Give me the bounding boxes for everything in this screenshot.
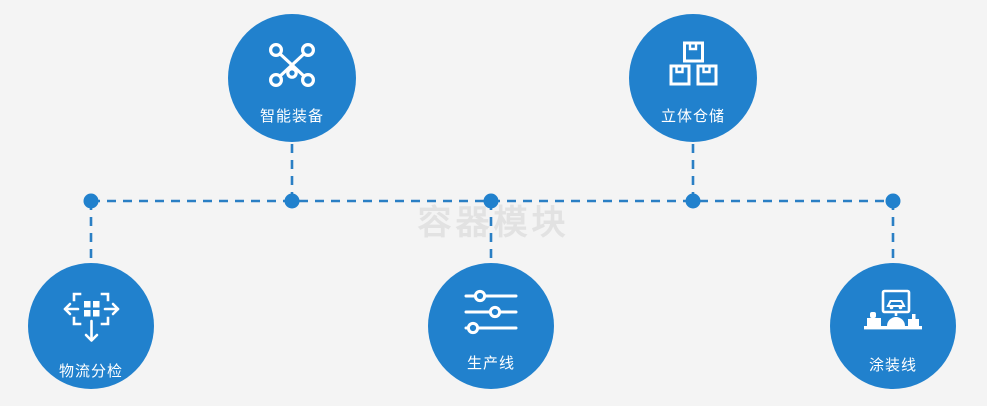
network-nodes-icon [265,40,319,95]
sorting-arrows-icon [62,289,120,348]
dot-warehouse [685,193,701,209]
node-label-warehouse: 立体仓储 [660,108,725,125]
stacked-boxes-icon [666,40,720,95]
painting-machine-icon [862,289,924,342]
dot-smart-equipment [284,193,300,209]
dot-painting-line [885,193,901,209]
node-label-painting-line: 涂装线 [868,357,917,374]
node-label-logistics-sorting: 物流分检 [58,363,123,380]
node-warehouse[interactable]: 立体仓储 [629,14,757,142]
node-smart-equipment[interactable]: 智能装备 [228,14,356,142]
node-painting-line[interactable]: 涂装线 [830,263,956,389]
dot-logistics-sorting [83,193,99,209]
dot-production-line [483,193,499,209]
node-production-line[interactable]: 生产线 [428,263,554,389]
node-logistics-sorting[interactable]: 物流分检 [28,263,154,389]
node-label-production-line: 生产线 [466,355,515,372]
sliders-icon [463,289,519,340]
node-label-smart-equipment: 智能装备 [259,108,324,125]
